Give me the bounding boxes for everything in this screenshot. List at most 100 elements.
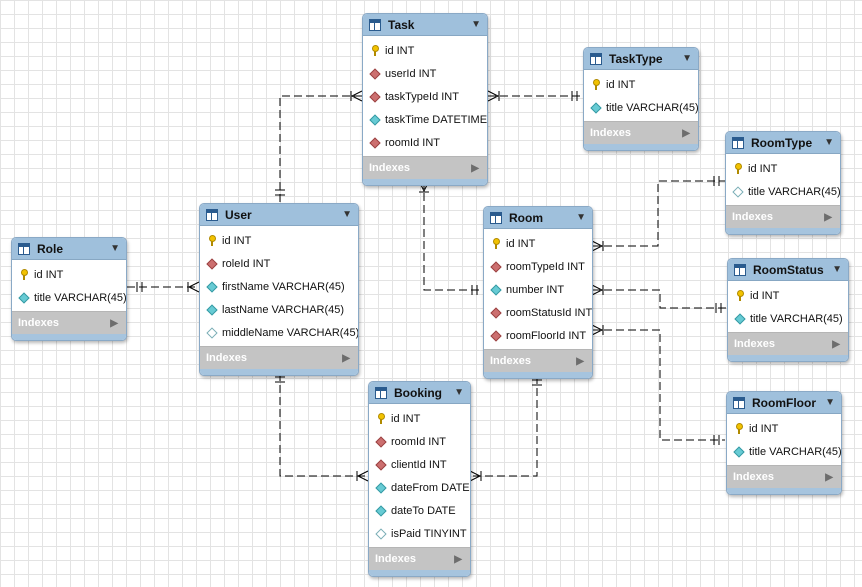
column-row[interactable]: number INT: [484, 278, 592, 301]
column-row[interactable]: dateTo DATE: [369, 499, 470, 522]
expand-arrow-icon[interactable]: ▶: [110, 317, 118, 329]
expand-arrow-icon[interactable]: ▶: [342, 352, 350, 364]
table-header[interactable]: Task ▼: [363, 14, 487, 36]
table-role[interactable]: Role ▼ id INT title VARCHAR(45) Indexes▶: [11, 237, 127, 341]
column-row[interactable]: middleName VARCHAR(45): [200, 321, 358, 344]
table-roomstatus[interactable]: RoomStatus ▼ id INT title VARCHAR(45) In…: [727, 258, 849, 362]
column-row[interactable]: dateFrom DATE: [369, 476, 470, 499]
table-header[interactable]: RoomType ▼: [726, 132, 840, 154]
dropdown-arrow-icon[interactable]: ▼: [471, 19, 481, 30]
dropdown-arrow-icon[interactable]: ▼: [682, 53, 692, 64]
onebar-room-booking: [532, 379, 542, 386]
dropdown-arrow-icon[interactable]: ▼: [832, 264, 842, 275]
dropdown-arrow-icon[interactable]: ▼: [825, 397, 835, 408]
dropdown-arrow-icon[interactable]: ▼: [454, 387, 464, 398]
column-row[interactable]: id INT: [484, 232, 592, 255]
table-header[interactable]: User ▼: [200, 204, 358, 226]
onebar-role: [136, 282, 143, 292]
column-row[interactable]: title VARCHAR(45): [727, 440, 841, 463]
onebar-tasktype: [571, 91, 578, 101]
indexes-bar[interactable]: Indexes▶: [484, 349, 592, 372]
column-label: id INT: [34, 268, 64, 281]
expand-arrow-icon[interactable]: ▶: [576, 355, 584, 367]
column-row[interactable]: id INT: [200, 229, 358, 252]
dropdown-arrow-icon[interactable]: ▼: [110, 243, 120, 254]
dropdown-arrow-icon[interactable]: ▼: [824, 137, 834, 148]
column-row[interactable]: roomTypeId INT: [484, 255, 592, 278]
column-row[interactable]: title VARCHAR(45): [728, 307, 848, 330]
column-row[interactable]: firstName VARCHAR(45): [200, 275, 358, 298]
column-row[interactable]: id INT: [728, 284, 848, 307]
column-row[interactable]: roleId INT: [200, 252, 358, 275]
expand-arrow-icon[interactable]: ▶: [824, 211, 832, 223]
column-label: id INT: [385, 44, 415, 57]
indexes-bar[interactable]: Indexes▶: [728, 332, 848, 355]
column-row[interactable]: id INT: [726, 157, 840, 180]
expand-arrow-icon[interactable]: ▶: [825, 471, 833, 483]
column-label: id INT: [750, 289, 780, 302]
expand-arrow-icon[interactable]: ▶: [471, 162, 479, 174]
dropdown-arrow-icon[interactable]: ▼: [342, 209, 352, 220]
foreign-key-icon: [490, 329, 502, 342]
column-row[interactable]: clientId INT: [369, 453, 470, 476]
column-row[interactable]: userId INT: [363, 62, 487, 85]
column-row[interactable]: title VARCHAR(45): [584, 96, 698, 119]
indexes-bar[interactable]: Indexes▶: [726, 205, 840, 228]
indexes-bar[interactable]: Indexes▶: [363, 156, 487, 179]
table-tasktype[interactable]: TaskType ▼ id INT title VARCHAR(45) Inde…: [583, 47, 699, 151]
crowfoot-task-user: [350, 90, 363, 102]
crowfoot-user-role: [187, 281, 200, 293]
column-row[interactable]: id INT: [584, 73, 698, 96]
column-label: userId INT: [385, 67, 437, 80]
table-booking[interactable]: Booking ▼ id INT roomId INT clientId INT…: [368, 381, 471, 577]
table-footer: [200, 369, 358, 375]
indexes-bar[interactable]: Indexes▶: [727, 465, 841, 488]
table-header[interactable]: Room ▼: [484, 207, 592, 229]
expand-arrow-icon[interactable]: ▶: [682, 127, 690, 139]
column-label: roomFloorId INT: [506, 329, 587, 342]
column-row[interactable]: taskTypeId INT: [363, 85, 487, 108]
table-user[interactable]: User ▼ id INT roleId INT firstName VARCH…: [199, 203, 359, 376]
table-header[interactable]: TaskType ▼: [584, 48, 698, 70]
column-row[interactable]: roomId INT: [363, 131, 487, 154]
table-room[interactable]: Room ▼ id INT roomTypeId INT number INT …: [483, 206, 593, 379]
table-header[interactable]: RoomFloor ▼: [727, 392, 841, 414]
column-row[interactable]: id INT: [12, 263, 126, 286]
column-icon: [369, 113, 381, 126]
column-label: clientId INT: [391, 458, 447, 471]
expand-arrow-icon[interactable]: ▶: [832, 338, 840, 350]
table-header[interactable]: Role ▼: [12, 238, 126, 260]
table-header[interactable]: RoomStatus ▼: [728, 259, 848, 281]
expand-arrow-icon[interactable]: ▶: [454, 553, 462, 565]
indexes-bar[interactable]: Indexes▶: [12, 311, 126, 334]
nullable-column-icon: [206, 326, 218, 339]
column-row[interactable]: lastName VARCHAR(45): [200, 298, 358, 321]
column-row[interactable]: roomFloorId INT: [484, 324, 592, 347]
column-row[interactable]: taskTime DATETIME: [363, 108, 487, 131]
column-row[interactable]: title VARCHAR(45): [12, 286, 126, 309]
column-row[interactable]: id INT: [369, 407, 470, 430]
dropdown-arrow-icon[interactable]: ▼: [576, 212, 586, 223]
indexes-bar[interactable]: Indexes▶: [584, 121, 698, 144]
table-header[interactable]: Booking ▼: [369, 382, 470, 404]
table-icon: [206, 208, 218, 221]
column-row[interactable]: isPaid TINYINT: [369, 522, 470, 545]
column-label: dateTo DATE: [391, 504, 456, 517]
nullable-column-icon: [375, 527, 387, 540]
table-roomfloor[interactable]: RoomFloor ▼ id INT title VARCHAR(45) Ind…: [726, 391, 842, 495]
column-row[interactable]: roomStatusId INT: [484, 301, 592, 324]
indexes-bar[interactable]: Indexes▶: [369, 547, 470, 570]
column-row[interactable]: roomId INT: [369, 430, 470, 453]
table-footer: [728, 355, 848, 361]
table-task[interactable]: Task ▼ id INT userId INT taskTypeId INT …: [362, 13, 488, 186]
table-footer: [363, 179, 487, 185]
column-row[interactable]: title VARCHAR(45): [726, 180, 840, 203]
column-icon: [375, 504, 387, 517]
table-roomtype[interactable]: RoomType ▼ id INT title VARCHAR(45) Inde…: [725, 131, 841, 235]
crowfoot-room-roomfloor: [591, 324, 604, 336]
indexes-bar[interactable]: Indexes▶: [200, 346, 358, 369]
column-row[interactable]: id INT: [727, 417, 841, 440]
column-icon: [733, 445, 745, 458]
column-row[interactable]: id INT: [363, 39, 487, 62]
